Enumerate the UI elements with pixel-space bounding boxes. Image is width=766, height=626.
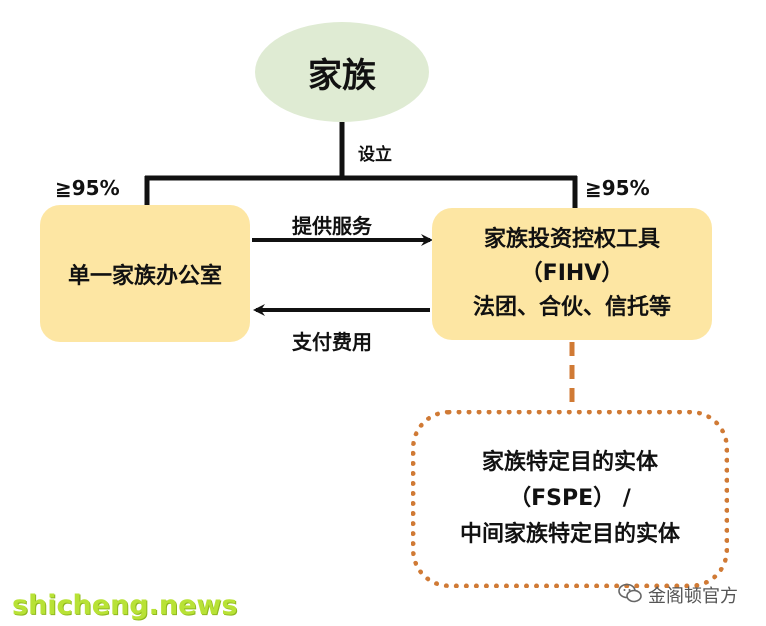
family-node: 家族 [255, 22, 429, 122]
provide-service-label: 提供服务 [292, 214, 372, 238]
left-share-label: ≧95% [55, 176, 120, 200]
fspe-line-2: （FSPE） / [509, 486, 631, 511]
single-family-office-node: 单一家族办公室 [40, 205, 250, 342]
account-name: 金阁顿官方 [648, 586, 738, 607]
fihv-line-2: （FIHV） [520, 261, 624, 286]
fspe-line-1: 家族特定目的实体 [481, 450, 658, 475]
establish-label: 设立 [358, 145, 392, 165]
fspe-line-3: 中间家族特定目的实体 [459, 522, 680, 547]
pay-fee-label: 支付费用 [292, 330, 372, 354]
site-watermark: shicheng.news [12, 590, 238, 621]
right-share-label: ≧95% [585, 176, 650, 200]
single-family-office-label: 单一家族办公室 [67, 263, 222, 289]
wechat-icon [618, 583, 642, 608]
fihv-line-1: 家族投资控权工具 [483, 227, 660, 252]
account-watermark: 金阁顿官方 [618, 582, 738, 608]
fihv-node: 家族投资控权工具 （FIHV） 法团、合伙、信托等 [432, 208, 712, 340]
fihv-line-3: 法团、合伙、信托等 [472, 295, 671, 320]
fspe-node: 家族特定目的实体 （FSPE） / 中间家族特定目的实体 [411, 410, 729, 588]
